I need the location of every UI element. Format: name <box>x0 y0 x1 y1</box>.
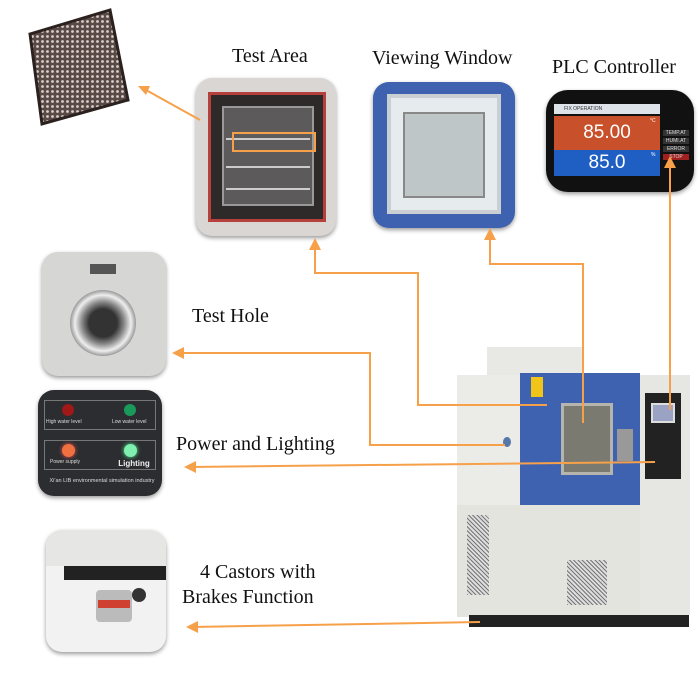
viewing-window-photo <box>373 82 515 228</box>
test-chamber-machine <box>455 345 695 635</box>
arrow-castors <box>191 621 481 628</box>
high-water-light-icon <box>62 404 74 416</box>
plc-humi-at-button[interactable]: HUMI.AT <box>663 138 689 144</box>
plc-temp-unit: °C <box>650 118 656 124</box>
power-supply-label: Power supply <box>50 459 81 465</box>
lighting-light-icon <box>124 444 137 457</box>
test-area-label: Test Area <box>232 45 308 67</box>
castor-wheel-icon <box>132 588 146 602</box>
test-hole-photo <box>42 252 166 376</box>
arrowhead-castors <box>186 621 198 633</box>
panel-footer: Xi'an LIB environmental simulation indus… <box>49 478 155 484</box>
arrowhead-test-hole <box>172 347 184 359</box>
arrow-viewing-window <box>489 236 584 423</box>
plc-temperature: 85.00 <box>554 116 660 150</box>
indicator-panel-photo: High water level Low water level Power s… <box>38 390 162 496</box>
castors-label-line2: Brakes Function <box>182 586 314 608</box>
low-water-label: Low water level <box>112 419 147 425</box>
arrow-power-lighting <box>189 461 656 468</box>
test-area-photo <box>196 78 336 236</box>
plc-humidity: 85.0 <box>554 150 660 176</box>
plc-error-button[interactable]: ERROR <box>663 146 689 152</box>
plc-temp-at-button[interactable]: TEMP.AT <box>663 130 689 136</box>
test-hole-icon <box>70 290 136 356</box>
plc-stop-button[interactable]: STOP <box>663 154 689 160</box>
arrowhead-shelf <box>138 86 150 95</box>
arrowhead-plc <box>664 156 676 168</box>
arrowhead-test-area <box>309 238 321 250</box>
perforated-shelf-icon <box>28 8 130 126</box>
castors-photo <box>46 530 166 652</box>
perforated-shelf-image <box>10 4 138 126</box>
low-water-light-icon <box>124 404 136 416</box>
lighting-label: Lighting <box>118 459 150 468</box>
arrow-test-area <box>314 246 547 406</box>
arrowhead-viewing-window <box>484 228 496 240</box>
power-light-icon <box>62 444 75 457</box>
arrow-shelf <box>145 89 201 121</box>
castors-label-line1: 4 Castors with <box>200 561 316 583</box>
arrowhead-power-lighting <box>184 461 196 473</box>
viewing-window-label: Viewing Window <box>372 47 513 69</box>
arrow-test-hole <box>178 352 505 446</box>
plc-title: FIX OPERATION <box>554 104 660 114</box>
plc-controller-label: PLC Controller <box>552 56 676 78</box>
test-hole-label: Test Hole <box>192 305 269 327</box>
plc-hum-unit: % <box>651 152 656 158</box>
power-lighting-label: Power and Lighting <box>176 433 335 455</box>
high-water-label: High water level <box>46 419 82 425</box>
plc-controller-photo: FIX OPERATION 85.00 °C 85.0 % TEMP.AT HU… <box>546 90 694 192</box>
